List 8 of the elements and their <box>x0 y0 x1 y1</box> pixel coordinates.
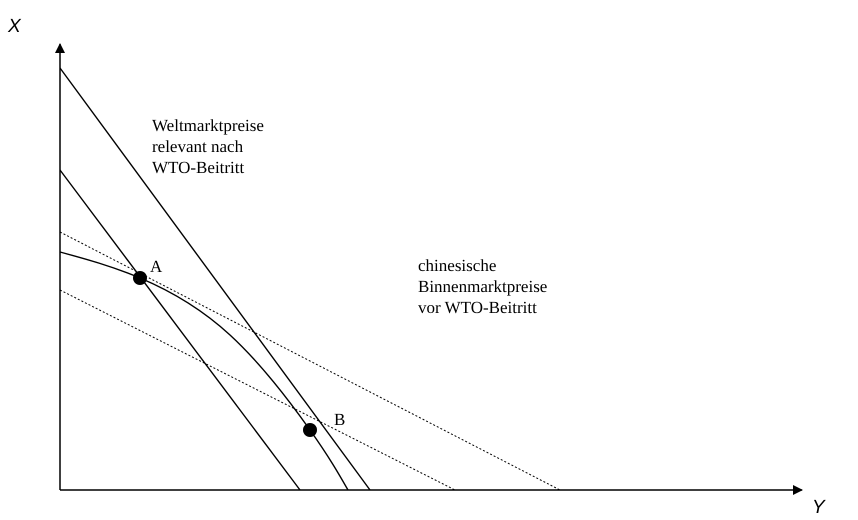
point-label: B <box>334 409 346 430</box>
annotation: chinesische Binnenmarktpreise vor WTO-Beitritt <box>418 255 548 318</box>
point-marker <box>303 423 317 437</box>
point-label: A <box>150 256 162 277</box>
point-marker <box>133 271 147 285</box>
axis-label: Y <box>812 497 825 518</box>
axis-label: X <box>8 16 21 37</box>
annotation: Weltmarktpreise relevant nach WTO-Beitritt <box>152 115 265 178</box>
